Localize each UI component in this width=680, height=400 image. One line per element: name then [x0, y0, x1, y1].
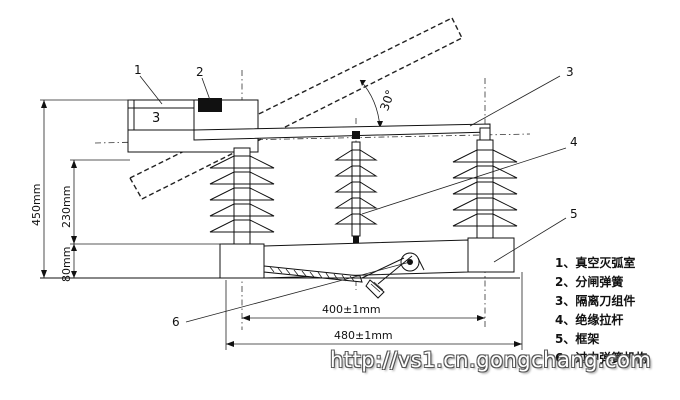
dimension-450: [41, 100, 47, 278]
legend-item-1: 1、真空灭弧室: [555, 256, 636, 270]
dimension-450-label: 450mm: [30, 184, 43, 226]
dimension-80: [71, 244, 77, 278]
callout-5: 5: [570, 207, 578, 221]
leader-1: [139, 75, 163, 105]
leader-5: [493, 217, 567, 263]
leader-6: [185, 261, 411, 323]
angle-arrow-top: [360, 80, 366, 86]
leader-3: [469, 75, 561, 127]
angle-arrow-bottom: [377, 121, 383, 128]
legend-item-6: 6、过中弹簧机构: [555, 351, 648, 365]
blade-pin: [352, 131, 360, 139]
callout-6: 6: [172, 315, 180, 329]
leader-4: [361, 147, 567, 215]
legend-item-4: 4、绝缘拉杆: [555, 313, 624, 327]
angle-arc: [359, 79, 381, 129]
callout-2: 2: [196, 65, 204, 79]
leader-2: [201, 77, 211, 101]
callout-3: 3: [566, 65, 574, 79]
insulator-left: [209, 147, 275, 255]
legend-item-3: 3、隔离刀组件: [555, 294, 636, 308]
frame: [219, 237, 515, 279]
dimension-80-label: 80mm: [60, 247, 73, 282]
watermark: http://vs1.cn.gongchang.com: [330, 348, 652, 372]
dimension-230-label: 230mm: [60, 186, 73, 228]
vacuum-interrupter: [127, 99, 195, 131]
callout-4: 4: [570, 135, 578, 149]
callout-3-box: 3: [152, 111, 160, 126]
dimension-230: [71, 160, 77, 244]
legend-item-2: 2、分闸弹簧: [555, 275, 624, 289]
dimension-400: [242, 315, 485, 321]
legend-item-5: 5、框架: [555, 332, 600, 346]
dimension-400-label: 400±1mm: [322, 303, 381, 316]
dimension-480-label: 480±1mm: [334, 329, 393, 342]
dimension-480: [225, 272, 523, 350]
insulator-right: [452, 127, 518, 249]
legend: 1、真空灭弧室 2、分闸弹簧 3、隔离刀组件 4、绝缘拉杆 5、框架 6、过中弹…: [555, 254, 680, 368]
angle-label: 30°: [377, 88, 397, 113]
callout-1: 1: [134, 63, 142, 77]
opening-spring: [198, 98, 222, 112]
